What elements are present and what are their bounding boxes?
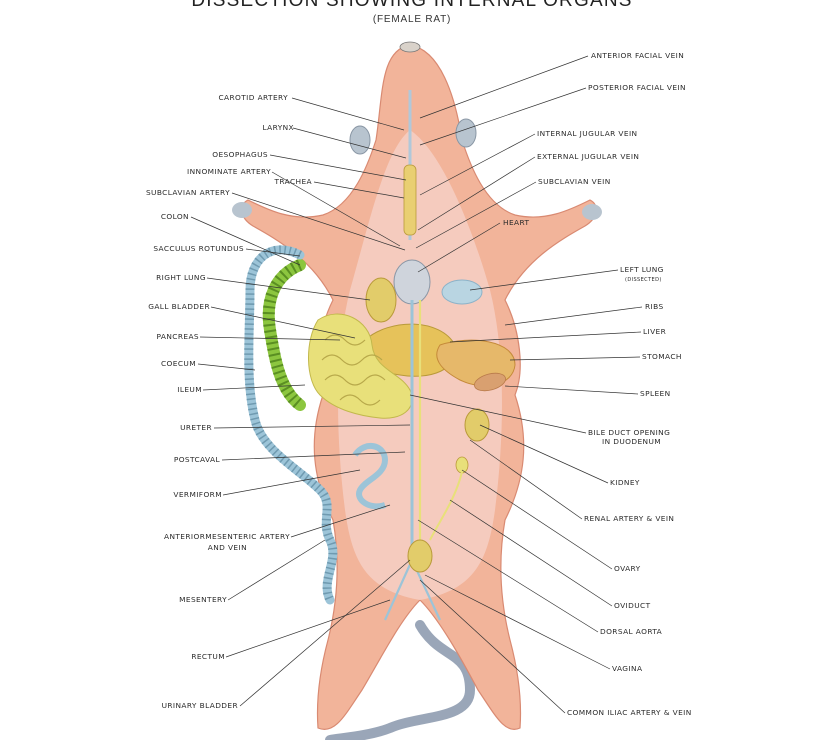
left-lung xyxy=(442,280,482,304)
label-vermiform: VERMIFORM xyxy=(173,490,222,499)
label-renal-artery-vein: RENAL ARTERY & VEIN xyxy=(584,514,674,523)
label-heart: HEART xyxy=(503,218,529,227)
label-trachea: TRACHEA xyxy=(273,177,312,186)
left-forepaw xyxy=(582,204,602,220)
left-labels: CAROTID ARTERY LARYNX OESOPHAGUS INNOMIN… xyxy=(146,93,312,710)
label-common-iliac: COMMON ILIAC ARTERY & VEIN xyxy=(567,708,692,717)
label-left-lung: LEFT LUNG xyxy=(620,265,664,274)
diagram-subtitle: (FEMALE RAT) xyxy=(373,14,451,25)
label-mesentery: MESENTERY xyxy=(179,595,227,604)
right-ear xyxy=(350,126,370,154)
label-dorsal-aorta: DORSAL AORTA xyxy=(600,627,662,636)
heart xyxy=(394,260,430,304)
label-right-lung: RIGHT LUNG xyxy=(156,273,206,282)
label-urinary-bladder: URINARY BLADDER xyxy=(162,701,238,710)
label-vagina: VAGINA xyxy=(612,664,642,673)
label-carotid-artery: CAROTID ARTERY xyxy=(218,93,288,102)
label-stomach: STOMACH xyxy=(642,352,682,361)
label-spleen: SPLEEN xyxy=(640,389,671,398)
kidney xyxy=(465,409,489,441)
label-innominate-artery: INNOMINATE ARTERY xyxy=(187,167,271,176)
trachea xyxy=(404,165,416,235)
label-ribs: RIBS xyxy=(645,302,664,311)
label-sacculus-rotundus: SACCULUS ROTUNDUS xyxy=(153,244,244,253)
label-postcaval: POSTCAVAL xyxy=(174,455,221,464)
label-subclavian-artery: SUBCLAVIAN ARTERY xyxy=(146,188,230,197)
label-subclavian-vein: SUBCLAVIAN VEIN xyxy=(538,177,611,186)
label-rectum: RECTUM xyxy=(191,652,225,661)
label-oviduct: OVIDUCT xyxy=(614,601,651,610)
ovary xyxy=(456,457,468,473)
label-anterior-mesenteric: ANTERIORMESENTERIC ARTERY xyxy=(164,532,290,541)
label-ileum: ILEUM xyxy=(177,385,202,394)
label-oesophagus: OESOPHAGUS xyxy=(212,150,268,159)
label-coecum: COECUM xyxy=(161,359,196,368)
label-and-vein: AND VEIN xyxy=(208,543,247,552)
label-ovary: OVARY xyxy=(614,564,641,573)
label-anterior-facial-vein: ANTERIOR FACIAL VEIN xyxy=(591,51,684,60)
diagram-title: DISSECTION SHOWING INTERNAL ORGANS xyxy=(191,0,632,11)
right-forepaw xyxy=(232,202,252,218)
label-larynx: LARYNX xyxy=(262,123,294,132)
left-ear xyxy=(456,119,476,147)
label-in-duodenum: IN DUODENUM xyxy=(602,437,661,446)
label-pancreas: PANCREAS xyxy=(157,332,199,341)
nose xyxy=(400,42,420,52)
label-liver: LIVER xyxy=(643,327,666,336)
label-ureter: URETER xyxy=(180,423,212,432)
label-kidney: KIDNEY xyxy=(610,478,640,487)
label-gall-bladder: GALL BLADDER xyxy=(148,302,210,311)
label-posterior-facial-vein: POSTERIOR FACIAL VEIN xyxy=(588,83,686,92)
label-dissected: (DISSECTED) xyxy=(625,277,662,283)
label-colon: COLON xyxy=(161,212,189,221)
right-lung xyxy=(366,278,396,322)
right-labels: ANTERIOR FACIAL VEIN POSTERIOR FACIAL VE… xyxy=(503,51,692,717)
label-external-jugular-vein: EXTERNAL JUGULAR VEIN xyxy=(537,152,639,161)
label-internal-jugular-vein: INTERNAL JUGULAR VEIN xyxy=(537,129,637,138)
urinary-bladder xyxy=(408,540,432,572)
label-bile-duct-opening: BILE DUCT OPENING xyxy=(588,428,670,437)
